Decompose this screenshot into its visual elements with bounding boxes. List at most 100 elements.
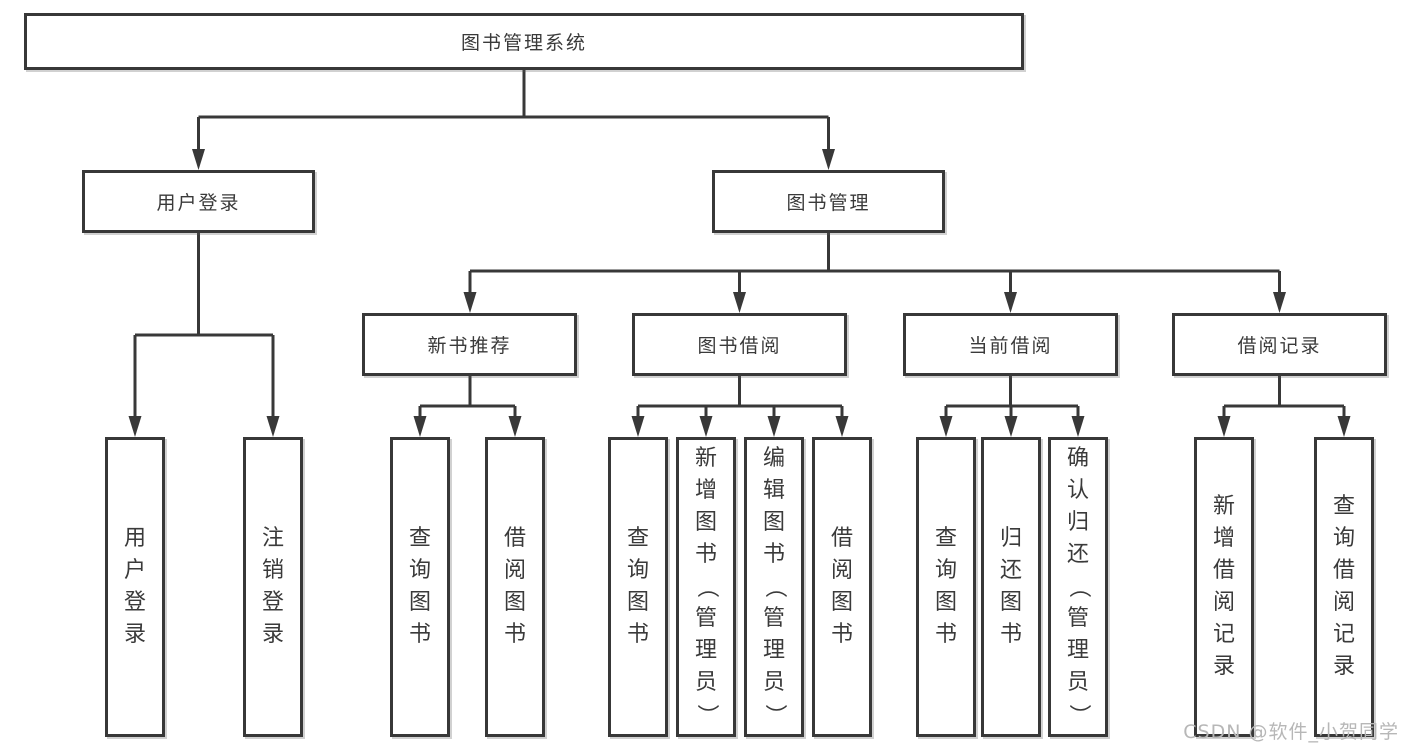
node-current-borrowing: 当前借阅 [903, 313, 1118, 376]
vertical-char: 图 [999, 590, 1022, 615]
vertical-char: 户 [123, 558, 146, 583]
arrowhead-icon [835, 416, 849, 437]
vertical-char: 阅 [830, 558, 853, 583]
node-add-books-admin: 新增图书（管理员） [676, 437, 736, 737]
vertical-char: 员 [762, 670, 785, 695]
node-label: 归还图书 [1000, 440, 1022, 734]
node-label: 查询图书 [627, 440, 649, 734]
vertical-char: 图 [503, 590, 526, 615]
node-label: 图书管理 [786, 192, 871, 214]
vertical-char: 编 [762, 446, 785, 471]
vertical-char: 书 [762, 542, 785, 567]
vertical-char: 书 [694, 542, 717, 567]
node-label: 当前借阅 [968, 335, 1053, 357]
vertical-char: 查 [626, 526, 649, 551]
arrowhead-icon [1004, 416, 1018, 437]
node-label: 新书推荐 [427, 335, 512, 357]
arrowhead-icon [413, 416, 427, 437]
node-label: 新增图书（管理员） [694, 440, 719, 734]
vertical-char: 还 [1066, 542, 1089, 567]
node-query-books-recommend: 查询图书 [390, 437, 450, 737]
vertical-char: 阅 [1332, 590, 1355, 615]
arrowhead-icon [1273, 292, 1286, 313]
vertical-char: 询 [626, 558, 649, 583]
vertical-char: 增 [694, 478, 717, 503]
node-label: 查询图书 [409, 440, 431, 734]
arrowhead-icon [128, 416, 142, 437]
vertical-char: 用 [123, 526, 146, 551]
node-label: 图书管理系统 [460, 32, 587, 54]
vertical-char: 查 [934, 526, 957, 551]
vertical-char: 登 [123, 590, 146, 615]
vertical-char: ） [1065, 703, 1091, 727]
vertical-char: 询 [934, 558, 957, 583]
vertical-char: 员 [694, 670, 717, 695]
vertical-char: 查 [1332, 494, 1355, 519]
vertical-char: 书 [408, 622, 431, 647]
node-user-login-action: 用户登录 [105, 437, 165, 737]
vertical-char: 阅 [1212, 590, 1235, 615]
node-library-management-system: 图书管理系统 [24, 13, 1024, 70]
arrowhead-icon [266, 416, 280, 437]
arrowhead-icon [699, 416, 713, 437]
vertical-char: 员 [1066, 670, 1089, 695]
vertical-char: 借 [830, 526, 853, 551]
vertical-char: 图 [694, 510, 717, 535]
vertical-char: 阅 [503, 558, 526, 583]
node-query-borrow-record: 查询借阅记录 [1314, 437, 1374, 737]
vertical-char: ） [761, 703, 787, 727]
vertical-char: 注 [261, 526, 284, 551]
node-label: 借阅图书 [504, 440, 526, 734]
vertical-char: 记 [1212, 622, 1235, 647]
vertical-char: 辑 [762, 478, 785, 503]
vertical-char: 查 [408, 526, 431, 551]
node-return-books: 归还图书 [981, 437, 1041, 737]
vertical-char: 借 [1212, 558, 1235, 583]
vertical-char: 归 [999, 526, 1022, 551]
vertical-char: 理 [762, 638, 785, 663]
arrowhead-icon [192, 149, 205, 170]
vertical-char: 录 [1212, 654, 1235, 679]
node-label: 用户登录 [156, 192, 241, 214]
vertical-char: 书 [999, 622, 1022, 647]
node-borrow-books: 借阅图书 [812, 437, 872, 737]
vertical-char: （ [1065, 575, 1091, 599]
vertical-char: （ [693, 575, 719, 599]
vertical-char: 询 [1332, 526, 1355, 551]
vertical-char: 新 [1212, 494, 1235, 519]
vertical-char: 理 [1066, 638, 1089, 663]
node-label: 查询借阅记录 [1333, 440, 1355, 734]
vertical-char: 认 [1066, 478, 1089, 503]
vertical-char: 登 [261, 590, 284, 615]
vertical-char: 新 [694, 446, 717, 471]
vertical-char: ） [693, 703, 719, 727]
node-borrow-records: 借阅记录 [1172, 313, 1387, 376]
vertical-char: 确 [1066, 446, 1089, 471]
arrowhead-icon [1217, 416, 1231, 437]
vertical-char: 录 [1332, 654, 1355, 679]
arrowhead-icon [767, 416, 781, 437]
node-logout-action: 注销登录 [243, 437, 303, 737]
vertical-char: 增 [1212, 526, 1235, 551]
arrowhead-icon [1071, 416, 1085, 437]
node-label: 查询图书 [935, 440, 957, 734]
vertical-char: 归 [1066, 510, 1089, 535]
arrowhead-icon [631, 416, 645, 437]
arrowhead-icon [939, 416, 953, 437]
csdn-watermark: CSDN @软件_小贺同学 [1183, 721, 1399, 743]
vertical-char: 书 [934, 622, 957, 647]
vertical-char: 管 [762, 606, 785, 631]
arrowhead-icon [463, 292, 477, 313]
node-label: 确认归还 （ 管理员 ） [1066, 440, 1091, 734]
node-label: 编辑图书（管理员） [762, 440, 787, 734]
node-label: 借阅图书 [831, 440, 853, 734]
vertical-char: 录 [261, 622, 284, 647]
node-label: 图书借阅 [697, 335, 782, 357]
vertical-char: 管 [694, 606, 717, 631]
vertical-char: 管 [1066, 606, 1089, 631]
arrowhead-icon [733, 292, 746, 313]
node-edit-books-admin: 编辑图书（管理员） [744, 437, 804, 737]
node-book-borrowing: 图书借阅 [632, 313, 847, 376]
